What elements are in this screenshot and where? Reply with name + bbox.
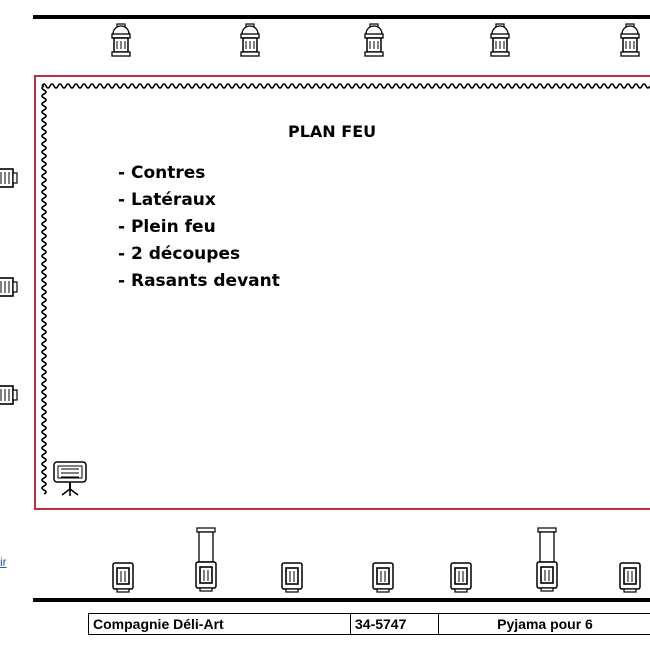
plan-item-rasants: - Rasants devant <box>118 271 280 291</box>
plan-item-plein-feu: - Plein feu <box>118 217 216 237</box>
tripod-spotlight-icon <box>53 461 87 496</box>
plan-title: PLAN FEU <box>288 122 377 141</box>
tower-spotlight-icon <box>536 527 558 592</box>
hanging-spotlight-icon <box>490 23 510 57</box>
show-title: Pyjama pour 6 <box>497 616 593 632</box>
side-link[interactable]: ir <box>0 555 7 569</box>
plan-item-list: - Contres - Latéraux - Plein feu - 2 déc… <box>118 160 280 295</box>
title-block: Compagnie Déli-Art 34-5747 Pyjama pour 6 <box>88 613 650 635</box>
floor-spotlight-icon <box>450 562 472 593</box>
stage-outline <box>34 75 650 510</box>
hanging-spotlight-icon <box>240 23 260 57</box>
side-spotlight-icon <box>0 168 18 188</box>
side-spotlight-icon <box>0 385 18 405</box>
curtain-top <box>41 83 650 89</box>
floor-spotlight-icon <box>619 562 641 593</box>
plan-item-decoupes: - 2 découpes <box>118 244 241 264</box>
floor-spotlight-icon <box>372 562 394 593</box>
plan-item-contres: - Contres <box>118 163 206 183</box>
hanging-spotlight-icon <box>364 23 384 57</box>
curtain-left <box>41 85 47 495</box>
side-spotlight-icon <box>0 277 18 297</box>
hanging-spotlight-icon <box>620 23 640 57</box>
plan-item-lateraux: - Latéraux <box>118 190 216 210</box>
tower-spotlight-icon <box>195 527 217 592</box>
floor-spotlight-icon <box>281 562 303 593</box>
hanging-spotlight-icon <box>111 23 131 57</box>
floor-spotlight-icon <box>112 562 134 593</box>
reference-code: 34-5747 <box>351 614 439 634</box>
company-name: Compagnie Déli-Art <box>89 614 351 634</box>
